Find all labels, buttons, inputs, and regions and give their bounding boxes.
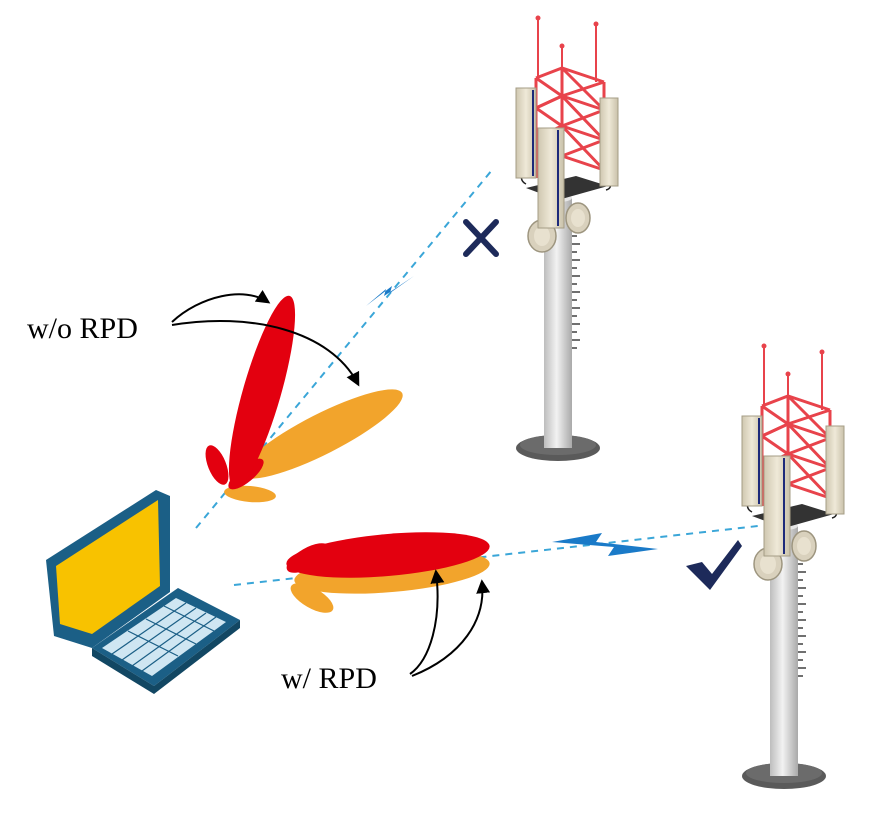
lightning-bolt-icon xyxy=(366,276,414,306)
cell-tower-icon xyxy=(514,14,620,463)
lightning-bolt-icon xyxy=(552,533,658,556)
beam-pattern-without-rpd xyxy=(205,295,403,503)
annotation-arrows-without-rpd xyxy=(171,289,360,387)
cross-icon xyxy=(463,219,499,257)
cell-tower-icon xyxy=(740,342,846,791)
annotation-arrows-with-rpd xyxy=(409,569,491,677)
link-lines xyxy=(195,169,759,586)
label-with-rpd: w/ RPD xyxy=(281,662,377,695)
laptop-icon xyxy=(46,490,240,694)
label-without-rpd: w/o RPD xyxy=(27,312,138,345)
beam-pattern-with-rpd xyxy=(286,532,490,613)
checkmark-icon xyxy=(686,540,742,590)
good-link-line xyxy=(233,525,759,586)
